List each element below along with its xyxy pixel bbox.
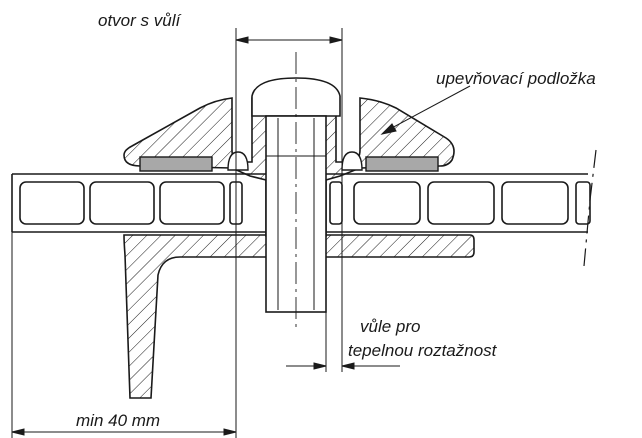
- label-min-overlap: min 40 mm: [76, 411, 160, 430]
- label-opening: otvor s vůlí: [98, 11, 182, 30]
- opening-dimension: [235, 28, 343, 236]
- clearance-dimension: [286, 236, 400, 372]
- gasket-right: [365, 156, 439, 172]
- washer-recess-left: [227, 151, 249, 171]
- gasket-left: [139, 156, 213, 172]
- angle-profile: [123, 234, 475, 399]
- label-clearance-line2: tepelnou roztažnost: [348, 341, 498, 360]
- panel-break-line: [583, 149, 597, 267]
- screw: [251, 52, 341, 330]
- overlap-dimension: [11, 232, 237, 438]
- washer-recess-right: [341, 151, 363, 171]
- polycarbonate-panel: [11, 173, 591, 233]
- label-clearance-line1: vůle pro: [360, 317, 420, 336]
- washer-leader: [380, 85, 471, 135]
- label-washer: upevňovací podložka: [436, 69, 596, 88]
